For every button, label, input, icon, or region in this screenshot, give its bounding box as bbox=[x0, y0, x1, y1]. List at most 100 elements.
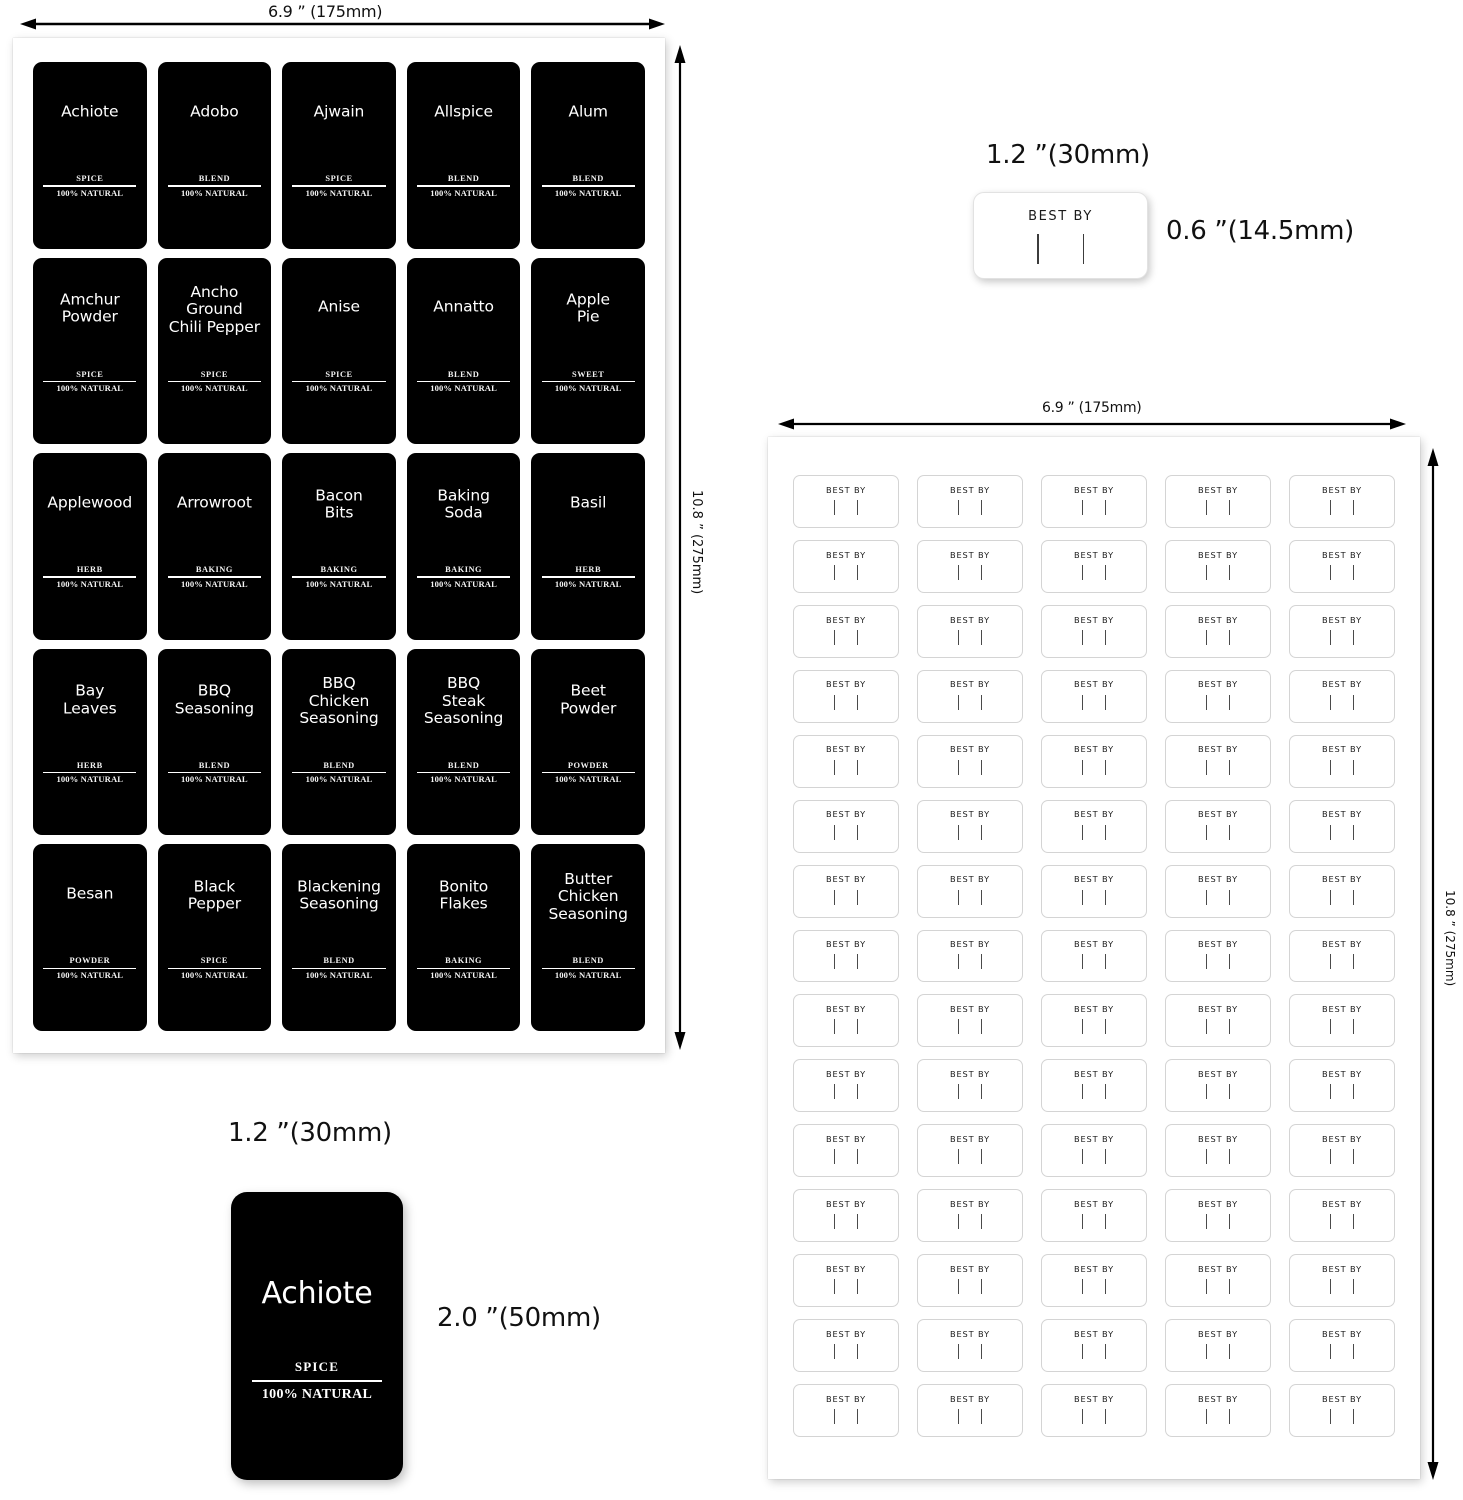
bestby-label-text: BEST BY bbox=[949, 939, 991, 950]
bestby-label-ticks bbox=[1166, 499, 1270, 515]
spice-label-divider bbox=[167, 967, 261, 969]
bestby-label-ticks bbox=[918, 1084, 1022, 1100]
bestby-label-ticks bbox=[1042, 824, 1146, 840]
bestby-tick-mark bbox=[958, 629, 959, 645]
bestby-label-text: BEST BY bbox=[1197, 1328, 1239, 1339]
bestby-tick-mark bbox=[1353, 694, 1354, 710]
bestby-tick-mark bbox=[1105, 889, 1106, 905]
spice-label-natural: 100% NATURAL bbox=[181, 969, 248, 980]
bestby-label-ticks bbox=[918, 1019, 1022, 1035]
bestby-tick-mark bbox=[958, 1084, 959, 1100]
spice-label-category: BAKING bbox=[195, 565, 233, 575]
spice-label-name: Adobo bbox=[190, 102, 239, 121]
bestby-tick-mark bbox=[1082, 233, 1085, 264]
bestby-label-text: BEST BY bbox=[825, 1263, 867, 1274]
bestby-tick-mark bbox=[1353, 1019, 1354, 1035]
bestby-tick-mark bbox=[981, 499, 982, 515]
bestby-label-sample-text: BEST BY bbox=[1028, 209, 1093, 225]
bestby-label-text: BEST BY bbox=[949, 809, 991, 820]
bestby-tick-mark bbox=[1206, 1409, 1207, 1424]
bestby-tick-mark bbox=[1206, 499, 1207, 515]
bestby-label-text: BEST BY bbox=[1321, 614, 1363, 625]
spice-label-natural: 100% NATURAL bbox=[305, 383, 373, 394]
bestby-label: BEST BY bbox=[793, 1319, 899, 1373]
bestby-label-ticks bbox=[1290, 1409, 1394, 1424]
bestby-sheet-width-arrow bbox=[778, 418, 1406, 430]
bestby-tick-mark bbox=[1330, 1214, 1331, 1230]
bestby-tick-mark bbox=[857, 1344, 858, 1360]
bestby-tick-mark bbox=[1330, 1019, 1331, 1035]
spice-label-category: BLEND bbox=[447, 760, 480, 770]
bestby-tick-mark bbox=[1082, 1409, 1083, 1424]
bestby-label-text: BEST BY bbox=[1073, 809, 1115, 820]
spice-label-name: Besan bbox=[66, 884, 114, 903]
spice-label-divider bbox=[43, 967, 137, 969]
bestby-label: BEST BY bbox=[1041, 994, 1147, 1048]
bestby-tick-mark bbox=[981, 954, 982, 970]
spice-label-name: Anise bbox=[318, 297, 360, 316]
bestby-label: BEST BY bbox=[793, 604, 899, 658]
bestby-tick-mark bbox=[1229, 759, 1230, 775]
bestby-tick-mark bbox=[981, 694, 982, 710]
bestby-label: BEST BY bbox=[793, 539, 899, 593]
bestby-label-ticks bbox=[1290, 1019, 1394, 1035]
bestby-tick-mark bbox=[1330, 1344, 1331, 1360]
bestby-label: BEST BY bbox=[1041, 1059, 1147, 1113]
bestby-label-text: BEST BY bbox=[949, 1004, 991, 1015]
bestby-label-ticks bbox=[1166, 954, 1270, 970]
bestby-tick-mark bbox=[981, 1344, 982, 1360]
bestby-label-text: BEST BY bbox=[1073, 614, 1115, 625]
bestby-tick-mark bbox=[857, 564, 858, 580]
bestby-tick-mark bbox=[1105, 1214, 1106, 1230]
bestby-tick-mark bbox=[1082, 564, 1083, 580]
bestby-tick-mark bbox=[981, 564, 982, 580]
bestby-tick-mark bbox=[1206, 1149, 1207, 1165]
bestby-tick-mark bbox=[958, 759, 959, 775]
bestby-label: BEST BY bbox=[1165, 475, 1271, 528]
bestby-label-text: BEST BY bbox=[825, 1069, 867, 1080]
bestby-tick-mark bbox=[857, 1149, 858, 1165]
bestby-tick-mark bbox=[857, 1019, 858, 1035]
bestby-tick-mark bbox=[958, 499, 959, 515]
bestby-tick-mark bbox=[958, 824, 959, 840]
bestby-label-ticks bbox=[1166, 1409, 1270, 1424]
bestby-label-ticks bbox=[1042, 1214, 1146, 1230]
bestby-tick-mark bbox=[1105, 629, 1106, 645]
spice-label-divider bbox=[541, 771, 635, 774]
spice-label-divider bbox=[167, 576, 261, 578]
bestby-tick-mark bbox=[857, 1214, 858, 1230]
bestby-tick-mark bbox=[1353, 629, 1354, 645]
spice-label-category: BLEND bbox=[572, 956, 604, 966]
spice-label-name: Basil bbox=[570, 493, 607, 512]
bestby-tick-mark bbox=[1353, 1344, 1354, 1360]
spice-label-natural: 100% NATURAL bbox=[554, 187, 622, 198]
bestby-label-text: BEST BY bbox=[1321, 1004, 1363, 1015]
bestby-tick-mark bbox=[1082, 954, 1083, 970]
bestby-label-text: BEST BY bbox=[1197, 614, 1239, 625]
bestby-label-ticks bbox=[1042, 1409, 1146, 1424]
bestby-tick-mark bbox=[834, 1344, 835, 1360]
spice-label-natural: 100% NATURAL bbox=[554, 383, 622, 394]
bestby-label: BEST BY bbox=[1165, 864, 1271, 918]
bestby-label-ticks bbox=[1042, 1344, 1146, 1360]
bestby-label-text: BEST BY bbox=[1073, 679, 1115, 690]
bestby-tick-mark bbox=[857, 954, 858, 970]
bestby-label-sample: BEST BY bbox=[973, 192, 1148, 279]
bestby-label-text: BEST BY bbox=[825, 484, 867, 495]
bestby-tick-mark bbox=[981, 1409, 982, 1424]
bestby-label: BEST BY bbox=[1289, 1319, 1395, 1373]
spice-label-category: BAKING bbox=[320, 565, 358, 575]
bestby-label-ticks bbox=[1290, 694, 1394, 710]
bestby-tick-mark bbox=[1206, 889, 1207, 905]
bestby-tick-mark bbox=[834, 499, 835, 515]
bestby-tick-mark bbox=[1330, 759, 1331, 775]
